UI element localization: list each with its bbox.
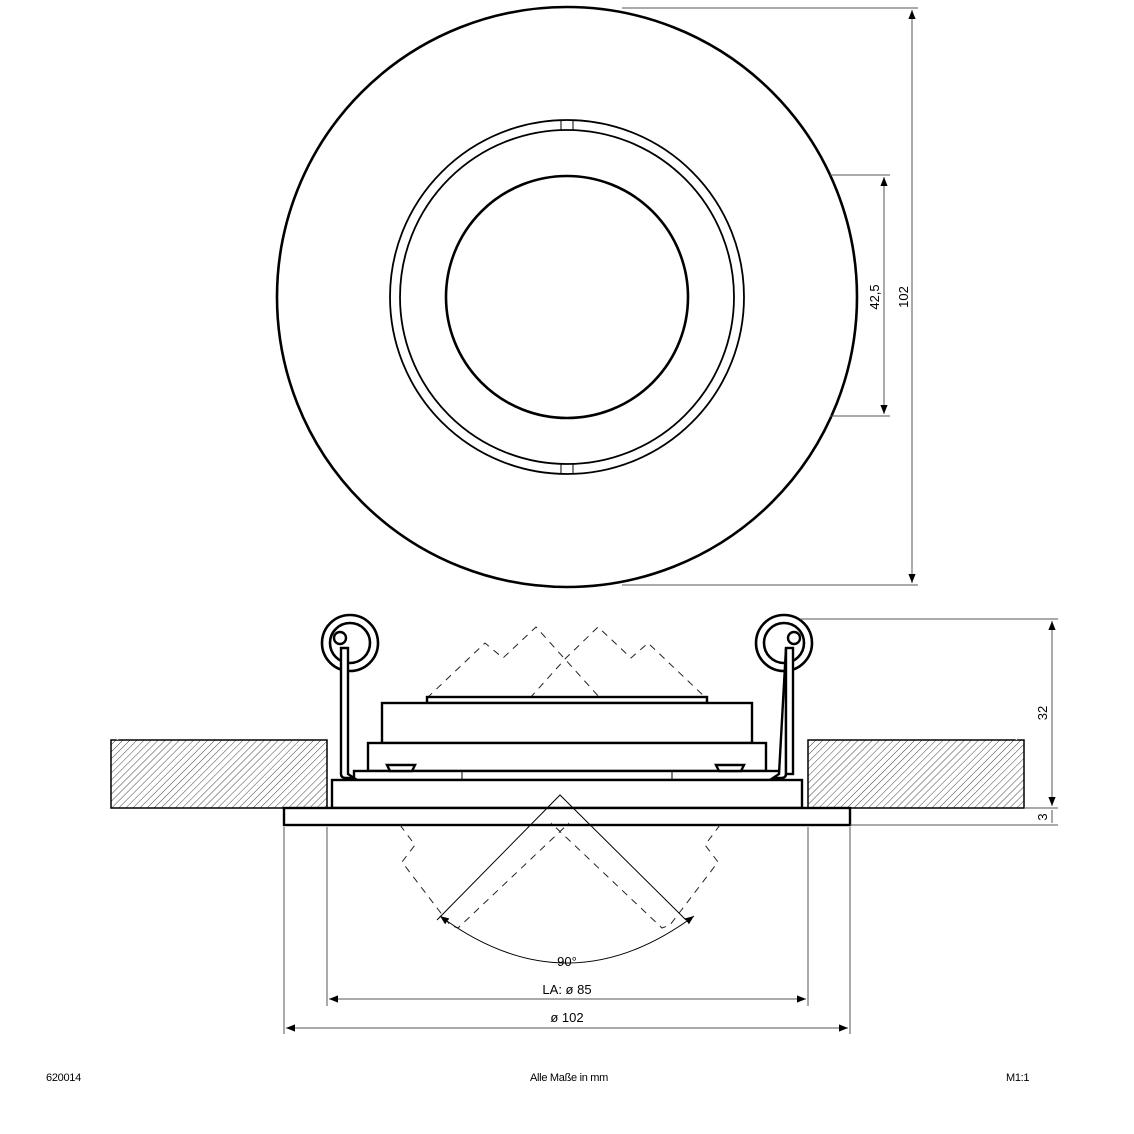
top-view: 102 42,5 xyxy=(275,5,918,589)
dim-outer-diameter: 102 xyxy=(896,286,911,308)
dim-flange: 3 xyxy=(1035,813,1050,820)
units-note: Alle Maße in mm xyxy=(530,1072,609,1084)
spring-clip-left xyxy=(115,613,380,780)
dim-cutout: LA: ø 85 xyxy=(542,982,591,997)
lamp-body xyxy=(380,701,754,745)
lens-opening xyxy=(444,174,690,420)
tilt-angle: 90° xyxy=(557,954,577,969)
bezel-outer xyxy=(389,119,745,475)
housing-base xyxy=(330,778,804,810)
ceiling-right xyxy=(807,739,1025,809)
ceiling-left xyxy=(110,739,328,809)
bezel-inner xyxy=(399,129,735,465)
flange xyxy=(282,806,852,827)
dim-inner-diameter: 42,5 xyxy=(867,284,882,309)
article-number: 620014 xyxy=(46,1072,81,1084)
dim-height: 32 xyxy=(1035,706,1050,720)
outer-ring xyxy=(275,5,859,589)
side-view: 90° LA: ø 85 ø 102 32 3 xyxy=(110,613,1058,1034)
scale-label: M1:1 xyxy=(1006,1072,1030,1084)
dim-diameter: ø 102 xyxy=(550,1010,583,1025)
spring-clip-right xyxy=(754,613,1019,780)
